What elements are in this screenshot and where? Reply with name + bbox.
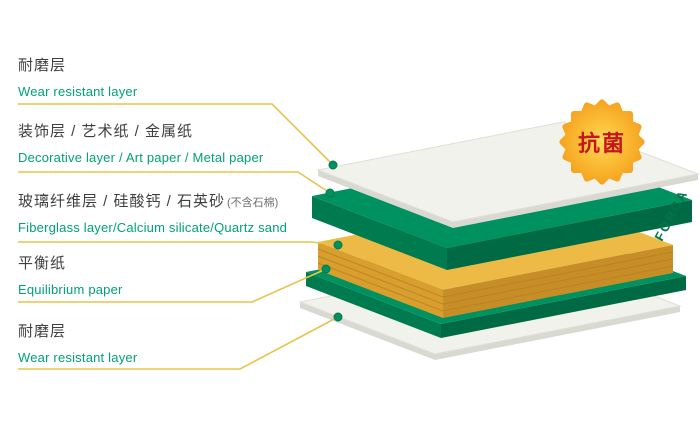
antibacterial-badge-label: 抗菌 (577, 131, 626, 156)
leader-line-wear-bottom (18, 316, 339, 370)
label-zh: 耐磨层 (18, 323, 67, 340)
layer-equilibrium-left-face (306, 272, 441, 338)
leader-line-decorative (18, 171, 331, 194)
label-en: Fiberglass layer/Calcium silicate/Quartz… (18, 220, 288, 235)
label-zh: 耐磨层 (18, 57, 67, 74)
label-en: Wear resistant layer (18, 350, 138, 365)
layer-bottom-wear-right-face (435, 306, 680, 360)
layer-dot-wear-bottom (333, 312, 343, 322)
label-fiberglass-core: 玻璃纤维层 / 硅酸钙 / 石英砂(不含石棉) Fiberglass layer… (18, 190, 287, 235)
leader-line-core (18, 241, 339, 246)
layer-decorative-right-face (447, 200, 692, 270)
label-zh: 玻璃纤维层 / 硅酸钙 / 石英砂(不含石棉) (18, 190, 287, 211)
layer-dots (321, 160, 343, 322)
label-en: Equilibrium paper (18, 282, 123, 297)
label-wear-layer-top: 耐磨层 Wear resistant layer (18, 54, 137, 99)
layer-dot-core (333, 240, 343, 250)
antibacterial-badge: 抗菌 (558, 98, 646, 186)
label-en: Wear resistant layer (18, 84, 138, 99)
layer-decorative-left-face (312, 196, 447, 270)
label-zh-note: (不含石棉) (227, 197, 279, 209)
layer-top-wear-left-face (318, 170, 453, 228)
layer-dot-equilibrium (321, 264, 331, 274)
core-sheet-stripe (317, 255, 674, 305)
label-zh: 装饰层 / 艺术纸 / 金属纸 (18, 123, 194, 140)
leader-lines (18, 103, 339, 370)
core-sheet-stripe (317, 248, 674, 298)
leader-line-wear-top (18, 103, 334, 166)
layer-dot-wear-top (328, 160, 338, 170)
layer-top-wear-right-face (453, 174, 698, 228)
core-sheet-stripe (317, 262, 674, 312)
label-zh: 平衡纸 (18, 255, 67, 272)
leader-line-equilibrium (18, 268, 327, 303)
label-zh-main: 玻璃纤维层 / 硅酸钙 / 石英砂 (18, 193, 226, 210)
label-decorative-layer: 装饰层 / 艺术纸 / 金属纸 Decorative layer / Art p… (18, 120, 263, 165)
layer-equilibrium-right-face (441, 276, 686, 338)
label-wear-layer-bottom: 耐磨层 Wear resistant layer (18, 320, 137, 365)
layer-dot-decorative (325, 188, 335, 198)
label-en: Decorative layer / Art paper / Metal pap… (18, 150, 264, 165)
label-equilibrium-paper: 平衡纸 Equilibrium paper (18, 252, 123, 297)
